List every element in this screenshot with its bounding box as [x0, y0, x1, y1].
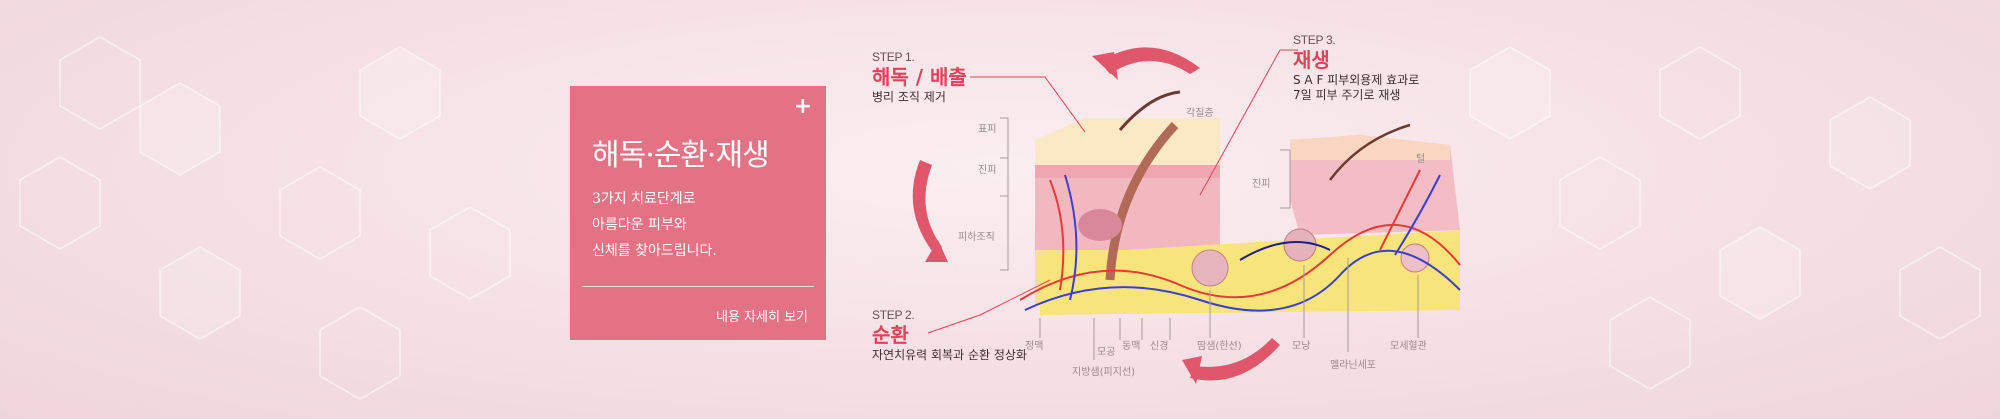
- card-description: 3가지 치료단계로 아름다운 피부와 신체를 찾아드립니다.: [592, 186, 717, 264]
- label-follicle: 모낭: [1292, 341, 1311, 352]
- card-desc-line: 아름다운 피부와: [592, 217, 687, 233]
- label-nerve: 신경: [1150, 341, 1169, 352]
- label-epidermis: 표피: [978, 124, 997, 135]
- label-melanocyte: 멜라닌세포: [1330, 360, 1376, 371]
- step-title: 순환: [872, 323, 909, 347]
- step-description: 자연치유력 회복과 순환 정상화: [872, 348, 1027, 362]
- step-number: STEP 2.: [872, 308, 915, 322]
- step-description: 7일 피부 주기로 재생: [1293, 88, 1401, 102]
- step-description: S A F 피부외용제 효과로: [1293, 73, 1420, 87]
- label-subcutis: 피하조직: [958, 232, 995, 243]
- step-2: STEP 2. 순환 자연치유력 회복과 순환 정상화: [872, 308, 1027, 363]
- step-title: 재생: [1293, 48, 1330, 72]
- cycle-arrows: [912, 47, 1280, 384]
- step-number: STEP 1.: [872, 50, 915, 64]
- step-description: 병리 조직 제거: [872, 90, 946, 104]
- label-pore: 모공: [1097, 347, 1116, 358]
- promo-card[interactable]: + 해독·순환·재생 3가지 치료단계로 아름다운 피부와 신체를 찾아드립니다…: [570, 86, 826, 340]
- step-1: STEP 1. 해독 / 배출 병리 조직 제거: [872, 50, 967, 105]
- step-3: STEP 3. 재생 S A F 피부외용제 효과로 7일 피부 주기로 재생: [1293, 33, 1419, 103]
- label-sebaceous: 지방샘(피지선): [1072, 367, 1136, 378]
- label-stratum: 각질층: [1186, 108, 1214, 119]
- label-capillary: 모세혈관: [1390, 341, 1427, 352]
- label-sweat-gland: 땀샘(한선): [1197, 341, 1242, 352]
- card-desc-line: 3가지 치료단계로: [592, 191, 696, 207]
- card-desc-line: 신체를 찾아드립니다.: [592, 243, 717, 259]
- plus-icon[interactable]: +: [793, 94, 812, 119]
- label-dermis: 진피: [978, 165, 997, 176]
- card-divider: [582, 286, 814, 287]
- label-artery: 동맥: [1122, 341, 1141, 352]
- step-title: 해독 / 배출: [872, 65, 967, 89]
- view-details-link[interactable]: 내용 자세히 보기: [716, 310, 808, 325]
- card-title: 해독·순환·재생: [592, 138, 770, 173]
- label-hair: 털: [1416, 154, 1426, 165]
- label-vein: 정맥: [1025, 341, 1044, 352]
- step-number: STEP 3.: [1293, 33, 1336, 47]
- label-dermis-right: 진피: [1252, 179, 1271, 190]
